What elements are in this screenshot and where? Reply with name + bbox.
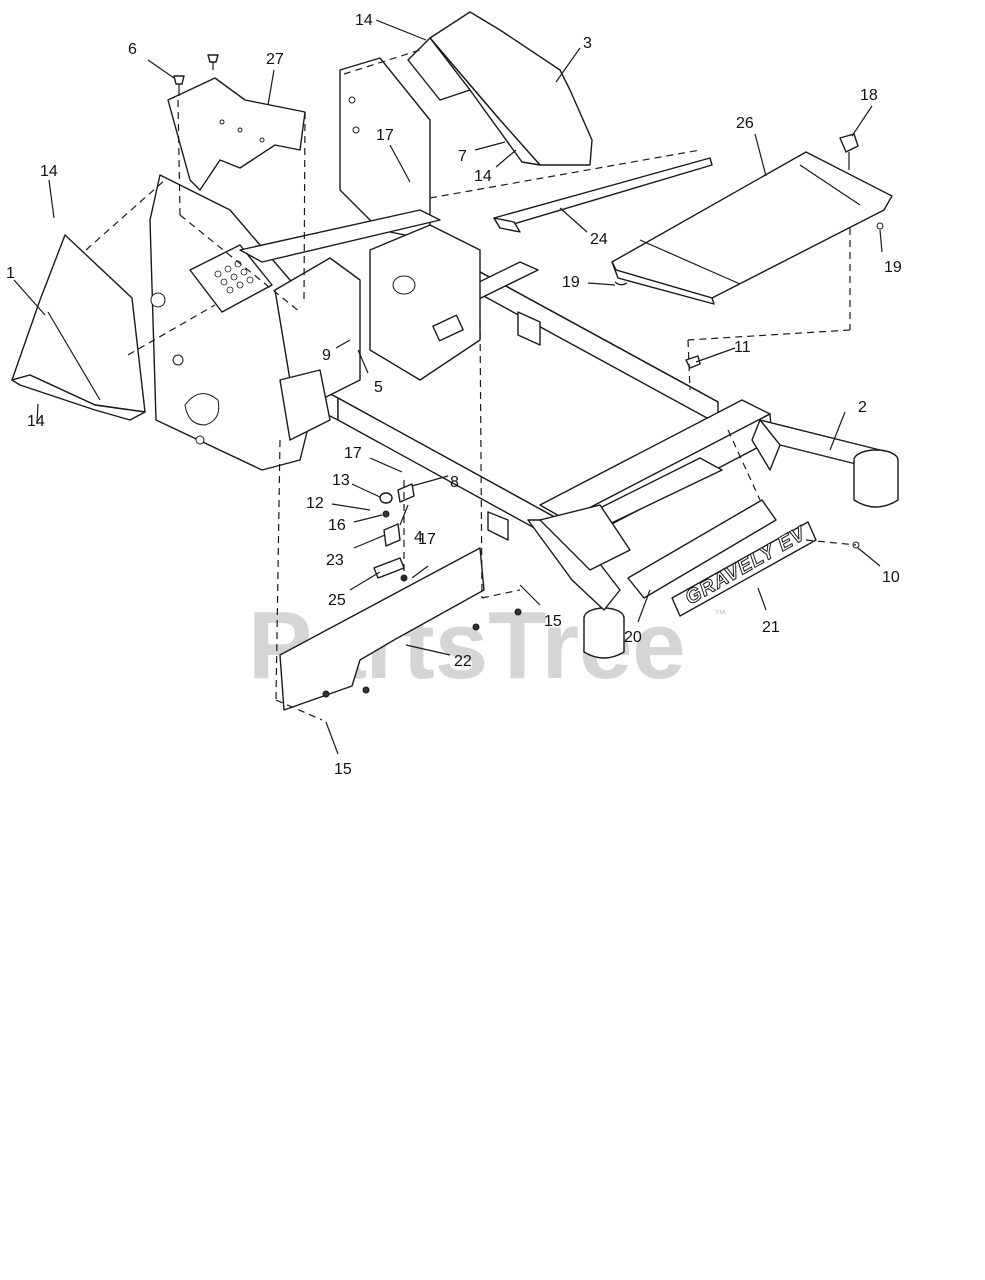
callout-17-top: 17 xyxy=(376,127,394,144)
callout-16: 16 xyxy=(328,517,346,534)
callout-15-bottom: 15 xyxy=(334,761,352,778)
plate-part-27 xyxy=(167,77,306,191)
callout-13: 13 xyxy=(332,472,350,489)
callout-22: 22 xyxy=(454,653,472,670)
callout-24: 24 xyxy=(590,231,608,248)
callout-8: 8 xyxy=(450,474,459,491)
callout-4: 4 xyxy=(414,529,423,546)
callout-leaders xyxy=(13,19,883,755)
callout-3: 3 xyxy=(583,35,592,52)
right-tower-box xyxy=(369,224,481,381)
callout-27: 27 xyxy=(266,51,284,68)
callout-26: 26 xyxy=(736,115,754,132)
callout-18: 18 xyxy=(860,87,878,104)
callout-17-lower: 17 xyxy=(418,531,436,548)
callout-6: 6 xyxy=(128,41,137,58)
panel-part-22 xyxy=(279,547,485,711)
callout-20: 20 xyxy=(624,629,642,646)
callout-19-right: 19 xyxy=(884,259,902,276)
upper-crossbar xyxy=(239,209,441,263)
callout-23: 23 xyxy=(326,552,344,569)
hardware-parts xyxy=(173,54,884,698)
right-fender-part-3 xyxy=(407,11,593,166)
callout-7: 7 xyxy=(458,148,467,165)
callout-1: 1 xyxy=(6,265,15,282)
floor-pan-part-26 xyxy=(611,151,893,305)
callout-21: 21 xyxy=(762,619,780,636)
left-side-plate xyxy=(149,174,321,471)
callout-14-left: 14 xyxy=(40,163,58,180)
callout-15-center: 15 xyxy=(544,613,562,630)
watermark-trademark: ™ xyxy=(714,607,726,621)
callout-10: 10 xyxy=(882,569,900,586)
callout-9: 9 xyxy=(322,347,331,364)
deck-plate-part-20 xyxy=(627,499,777,599)
bar-part-24 xyxy=(493,157,713,233)
callout-12: 12 xyxy=(306,495,324,512)
callout-labels: 1 2 3 4 5 6 7 8 9 10 11 12 13 14 14 14 1… xyxy=(6,12,902,778)
callout-19-left: 19 xyxy=(562,274,580,291)
left-fender-part-1 xyxy=(11,234,146,421)
callout-14-center: 14 xyxy=(474,168,492,185)
keypad-bracket xyxy=(189,244,273,313)
callout-11: 11 xyxy=(734,339,751,356)
callout-2: 2 xyxy=(858,399,867,416)
callout-17-middle: 17 xyxy=(344,445,362,462)
callout-14-bottom: 14 xyxy=(27,413,45,430)
callout-25: 25 xyxy=(328,592,346,609)
callout-14-top: 14 xyxy=(355,12,373,29)
left-tower xyxy=(274,257,361,441)
callout-5: 5 xyxy=(374,379,383,396)
assembly-lines xyxy=(85,49,857,721)
main-frame xyxy=(317,249,899,659)
